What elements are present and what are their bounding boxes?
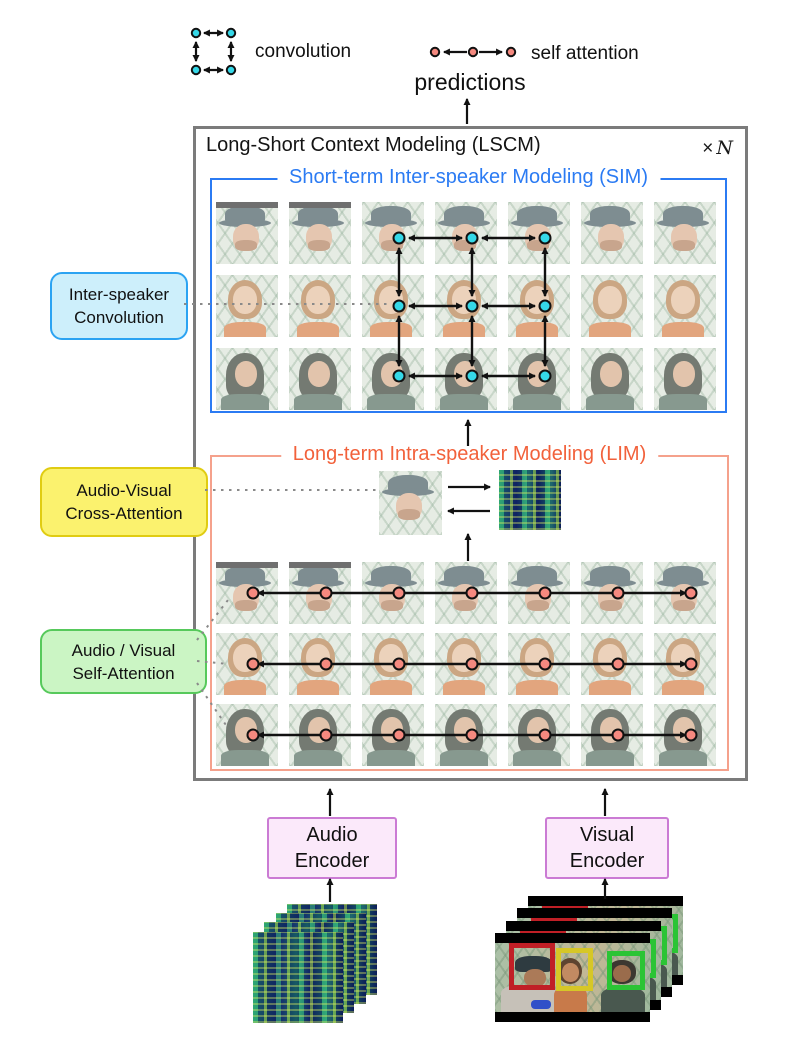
face-bbox-red [509, 943, 555, 990]
face-tile-woman [508, 275, 570, 337]
face-tile-man-long-hair [581, 704, 643, 766]
face-tile-man-long-hair [362, 704, 424, 766]
face-tile-woman [289, 275, 351, 337]
face-tile-man-long-hair [216, 348, 278, 410]
face-tile-woman [654, 633, 716, 695]
face-bbox-yellow [556, 948, 593, 991]
lim-title: Long-term Intra-speaker Modeling (LIM) [280, 443, 659, 466]
sim-title: Short-term Inter-speaker Modeling (SIM) [276, 166, 661, 189]
face-tile-woman [216, 633, 278, 695]
face-tile-man-long-hair [435, 704, 497, 766]
audio-encoder-box: Audio Encoder [267, 817, 397, 879]
face-tile-man-long-hair [654, 704, 716, 766]
face-tile-man-long-hair [581, 348, 643, 410]
face-tile-woman [581, 633, 643, 695]
face-tile-woman [289, 633, 351, 695]
face-tile-man-long-hair [289, 348, 351, 410]
face-tile-woman [508, 633, 570, 695]
face-tile-woman [435, 275, 497, 337]
face-tile-man-long-hair [289, 704, 351, 766]
face-tile-man-long-hair [216, 704, 278, 766]
face-tile-man-with-hat [216, 562, 278, 624]
face-tile-man-with-hat [508, 202, 570, 264]
face-tile-woman [654, 275, 716, 337]
convolution-icon [190, 27, 237, 76]
face-tile-man-with-hat [216, 202, 278, 264]
face-bbox-green [607, 951, 645, 990]
face-tile-man-with-hat [362, 562, 424, 624]
face-tile-man-with-hat [654, 562, 716, 624]
face-tile-man-long-hair [508, 704, 570, 766]
cross-attention-face-tile [379, 471, 442, 535]
repeat-n-label: ×N [702, 137, 733, 159]
inter-speaker-convolution-label: Inter-speaker Convolution [50, 272, 188, 340]
face-tile-man-with-hat [654, 202, 716, 264]
audio-visual-self-attention-label: Audio / Visual Self-Attention [40, 629, 207, 694]
face-tile-man-with-hat [581, 202, 643, 264]
lscm-title: Long-Short Context Modeling (LSCM) [206, 134, 541, 156]
visual-encoder-box: Visual Encoder [545, 817, 669, 879]
face-tile-man-with-hat [435, 562, 497, 624]
face-tile-woman [362, 633, 424, 695]
face-tile-man-with-hat [508, 562, 570, 624]
lscm-box: Long-Short Context Modeling (LSCM) ×N [193, 126, 748, 781]
face-tile-man-with-hat [435, 202, 497, 264]
audio-spectrogram-frame [253, 932, 343, 1023]
face-tile-man-long-hair [508, 348, 570, 410]
face-tile-man-with-hat [289, 562, 351, 624]
face-tile-man-long-hair [654, 348, 716, 410]
face-tile-man-with-hat [289, 202, 351, 264]
self-attention-legend-label: self attention [531, 43, 639, 64]
face-tile-man-long-hair [362, 348, 424, 410]
self-attention-icon [429, 46, 517, 58]
face-tile-woman [435, 633, 497, 695]
audio-visual-cross-attention-label: Audio-Visual Cross-Attention [40, 467, 208, 537]
face-tile-woman [581, 275, 643, 337]
face-tile-man-with-hat [581, 562, 643, 624]
face-tile-woman [362, 275, 424, 337]
cross-attention-spectrogram [499, 470, 561, 530]
face-tile-man-long-hair [435, 348, 497, 410]
sim-box: Short-term Inter-speaker Modeling (SIM) [210, 166, 727, 413]
video-frame [495, 933, 650, 1022]
face-tile-woman [216, 275, 278, 337]
face-tile-man-with-hat [362, 202, 424, 264]
convolution-legend-label: convolution [255, 41, 352, 62]
